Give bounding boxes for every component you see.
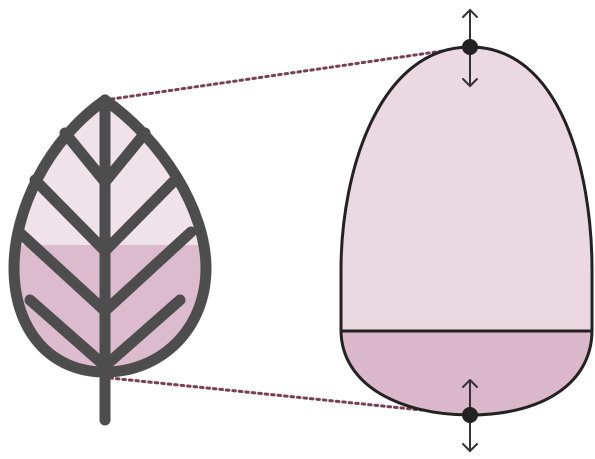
bulb-shape [330, 40, 595, 421]
handle-dot-top[interactable] [462, 39, 478, 55]
handle-dot-bottom[interactable] [462, 407, 478, 423]
leaf-icon [0, 90, 220, 420]
